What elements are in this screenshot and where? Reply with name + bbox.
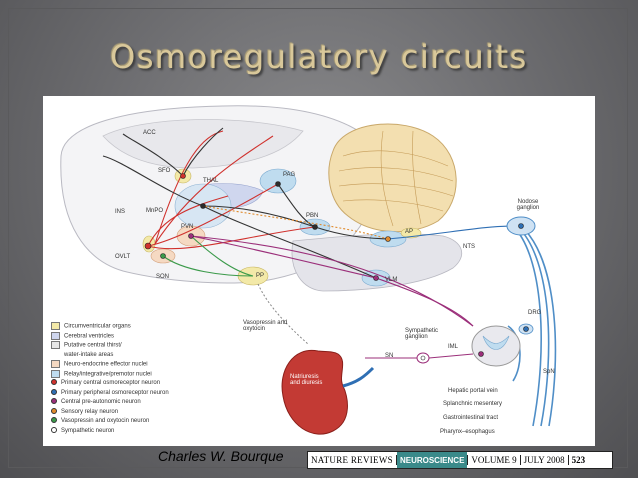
legend-item: Neuro-endocrine effector nuclei — [51, 360, 148, 369]
label-pharynx: Pharynx–esophagus — [440, 429, 495, 435]
legend-dot-icon — [51, 407, 57, 414]
cerebellum — [328, 123, 457, 233]
label-gi: Gastrointestinal tract — [443, 415, 499, 421]
legend-dot-icon — [51, 398, 57, 405]
legend-swatch-icon — [51, 360, 60, 368]
label-iml: IML — [448, 344, 459, 350]
label-son: SON — [156, 274, 170, 280]
legend-item: water-intake areas — [51, 351, 113, 360]
journal-banner: NATURE REVIEWS NEUROSCIENCE VOLUME 9 JUL… — [307, 451, 613, 469]
nodose-neuron-dot — [518, 223, 524, 229]
label-sfo: SFO — [158, 168, 171, 174]
label-sympathetic-ganglion: Sympathetic ganglion — [405, 328, 439, 340]
label-ins: INS — [115, 209, 126, 215]
legend-item: Central pre-autonomic neuron — [51, 398, 141, 407]
label-ap: AP — [405, 229, 414, 235]
label-sn: SN — [385, 353, 394, 359]
journal-page: 523 — [567, 455, 589, 465]
legend-label: Cerebral ventricles — [64, 333, 115, 340]
brain-circuit-diagram — [60, 105, 557, 435]
legend-dot-icon — [51, 417, 57, 424]
legend-label: Central pre-autonomic neuron — [61, 399, 141, 405]
legend-swatch-icon — [51, 331, 60, 340]
legend-item: Cerebral ventricles — [51, 331, 115, 341]
label-vasopressin: Vasopressin and oxytocin — [243, 320, 288, 332]
legend-label: Primary central osmoreceptor neuron — [61, 380, 161, 386]
pbn-neuron-dot — [312, 224, 318, 230]
vlm-neuron-dot — [373, 275, 379, 281]
legend-swatch-icon — [51, 369, 60, 378]
legend-item: Primary central osmoreceptor neuron — [51, 379, 160, 388]
legend-label: Neuro-endocrine effector nuclei — [64, 361, 148, 368]
legend-label: Circumventricular organs — [64, 323, 131, 330]
iml-neuron-dot — [478, 351, 484, 357]
label-drg: DRG — [528, 310, 542, 316]
legend-dot-icon — [51, 379, 57, 386]
diagram-panel: ACC SFO THAL PAG INS MnPO PBN PVN AP NTS… — [43, 96, 595, 446]
legend-item: Vasopressin and oxytocin neuron — [51, 417, 149, 426]
label-vlm: VLM — [385, 277, 398, 283]
journal-name: NATURE REVIEWS — [308, 455, 397, 465]
label-thal: THAL — [203, 178, 219, 184]
legend-swatch-icon — [51, 322, 60, 330]
pvn-neuron-dot — [188, 233, 194, 239]
legend-dot-icon — [51, 388, 57, 395]
drg-neuron-dot — [523, 326, 529, 332]
label-splanchnic: Splanchnic mesentery — [443, 401, 503, 407]
legend-label: Sympathetic neuron — [61, 427, 115, 434]
legend-dot-icon — [51, 426, 57, 433]
label-pp: PP — [256, 273, 265, 279]
legend-item: Sympathetic neuron — [51, 426, 115, 436]
journal-date: JULY 2008 — [519, 455, 568, 465]
cortex-region — [102, 119, 304, 169]
legend-label: Primary peripheral osmoreceptor neuron — [61, 389, 169, 396]
author-credit: Charles W. Bourque — [158, 448, 284, 464]
label-pbn: PBN — [306, 213, 319, 219]
journal-section: NEUROSCIENCE — [396, 452, 468, 468]
sfo-neuron-dot — [180, 173, 186, 179]
legend-label: Sensory relay neuron — [61, 408, 119, 415]
label-mnpo: MnPO — [146, 208, 164, 214]
label-pvn: PVN — [181, 224, 194, 230]
label-nts: NTS — [463, 244, 475, 250]
legend-item: Circumventricular organs — [51, 322, 131, 331]
slide-title: Osmoregulatory circuits — [110, 38, 528, 76]
pag-neuron-dot — [275, 181, 281, 187]
legend-item: Sensory relay neuron — [51, 407, 119, 417]
label-nodose: Nodose ganglion — [516, 199, 540, 211]
ap-region — [400, 227, 422, 239]
legend-label: Relay/integrative/premotor nuclei — [64, 371, 152, 378]
legend-label: Putative central thirst/ — [64, 342, 122, 349]
nts-neuron-dot — [385, 236, 391, 242]
legend-swatch-icon — [51, 341, 60, 349]
kidney — [281, 349, 348, 435]
label-natriuresis: Natriuresis and diuresis — [290, 374, 323, 386]
sympathetic-neuron-dot — [420, 355, 426, 361]
thal-neuron-dot — [200, 203, 206, 209]
legend-label: water-intake areas — [64, 351, 114, 358]
legend-label: Vasopressin and oxytocin neuron — [61, 418, 150, 424]
legend-item: Relay/integrative/premotor nuclei — [51, 369, 152, 379]
son-neuron-dot — [160, 253, 166, 259]
pag-region — [259, 168, 297, 194]
label-acc: ACC — [143, 130, 156, 136]
legend-item: Primary peripheral osmoreceptor neuron — [51, 388, 169, 398]
label-spn: SpN — [543, 369, 555, 375]
osmoreceptor-neuron-dot — [144, 242, 152, 250]
legend-item: Putative central thirst/ — [51, 341, 122, 350]
label-pag: PAG — [283, 172, 296, 178]
label-hepatic: Hepatic portal vein — [448, 388, 498, 394]
journal-volume: VOLUME 9 — [467, 455, 519, 465]
label-ovlt: OVLT — [115, 254, 131, 260]
